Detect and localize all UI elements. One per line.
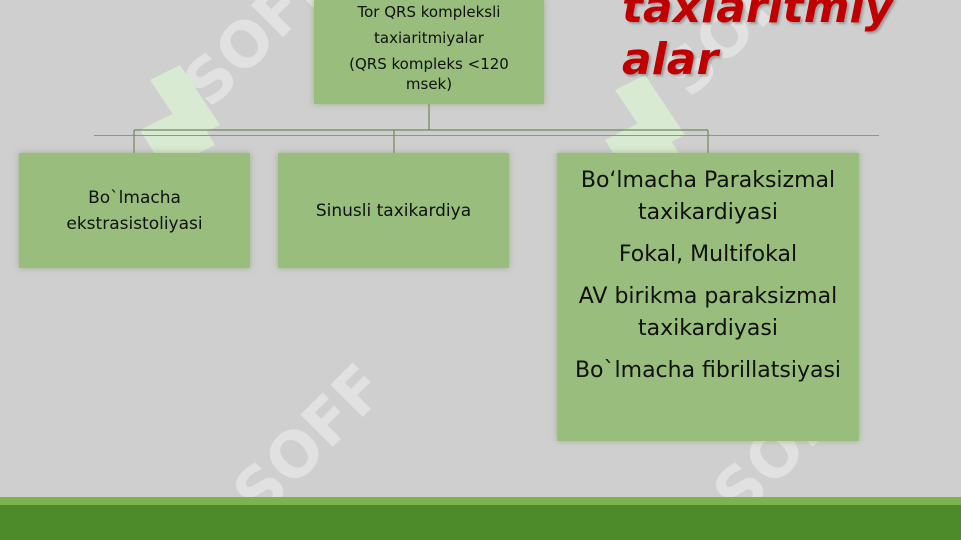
slide-title-line1: taxiaritmiy	[622, 0, 894, 33]
footer-band-dark	[0, 505, 961, 540]
separator-line	[94, 135, 879, 136]
child-node-label: Sinusli taxikardiya	[315, 200, 472, 221]
footer-band-light	[0, 497, 961, 505]
child-node-line: Fokal, Multifokal	[618, 242, 798, 267]
child-node-line: AV birikma paraksizmal taxikardiyasi	[578, 284, 838, 341]
child-node-line: Bo‘lmacha Paraksizmal taxikardiyasi	[580, 168, 836, 225]
slide-title-line2: alar	[622, 34, 719, 85]
child-node-middle: Sinusli taxikardiya	[278, 153, 509, 268]
child-node-right: Bo‘lmacha Paraksizmal taxikardiyasi Foka…	[557, 153, 859, 441]
child-node-left: Bo`lmacha ekstrasistoliyasi	[19, 153, 250, 268]
slide-title: taxiaritmiy alar	[622, 0, 893, 86]
child-node-line: Bo`lmacha fibrillatsiyasi	[574, 358, 842, 383]
root-node-line: taxiaritmiyalar	[374, 29, 484, 47]
root-node-line: Tor QRS kompleksli	[357, 3, 501, 21]
root-node: Tor QRS kompleksli taxiaritmiyalar (QRS …	[314, 0, 544, 104]
root-node-line: (QRS kompleks <120 msek)	[349, 55, 509, 93]
child-node-label: Bo`lmacha ekstrasistoliyasi	[66, 187, 203, 234]
